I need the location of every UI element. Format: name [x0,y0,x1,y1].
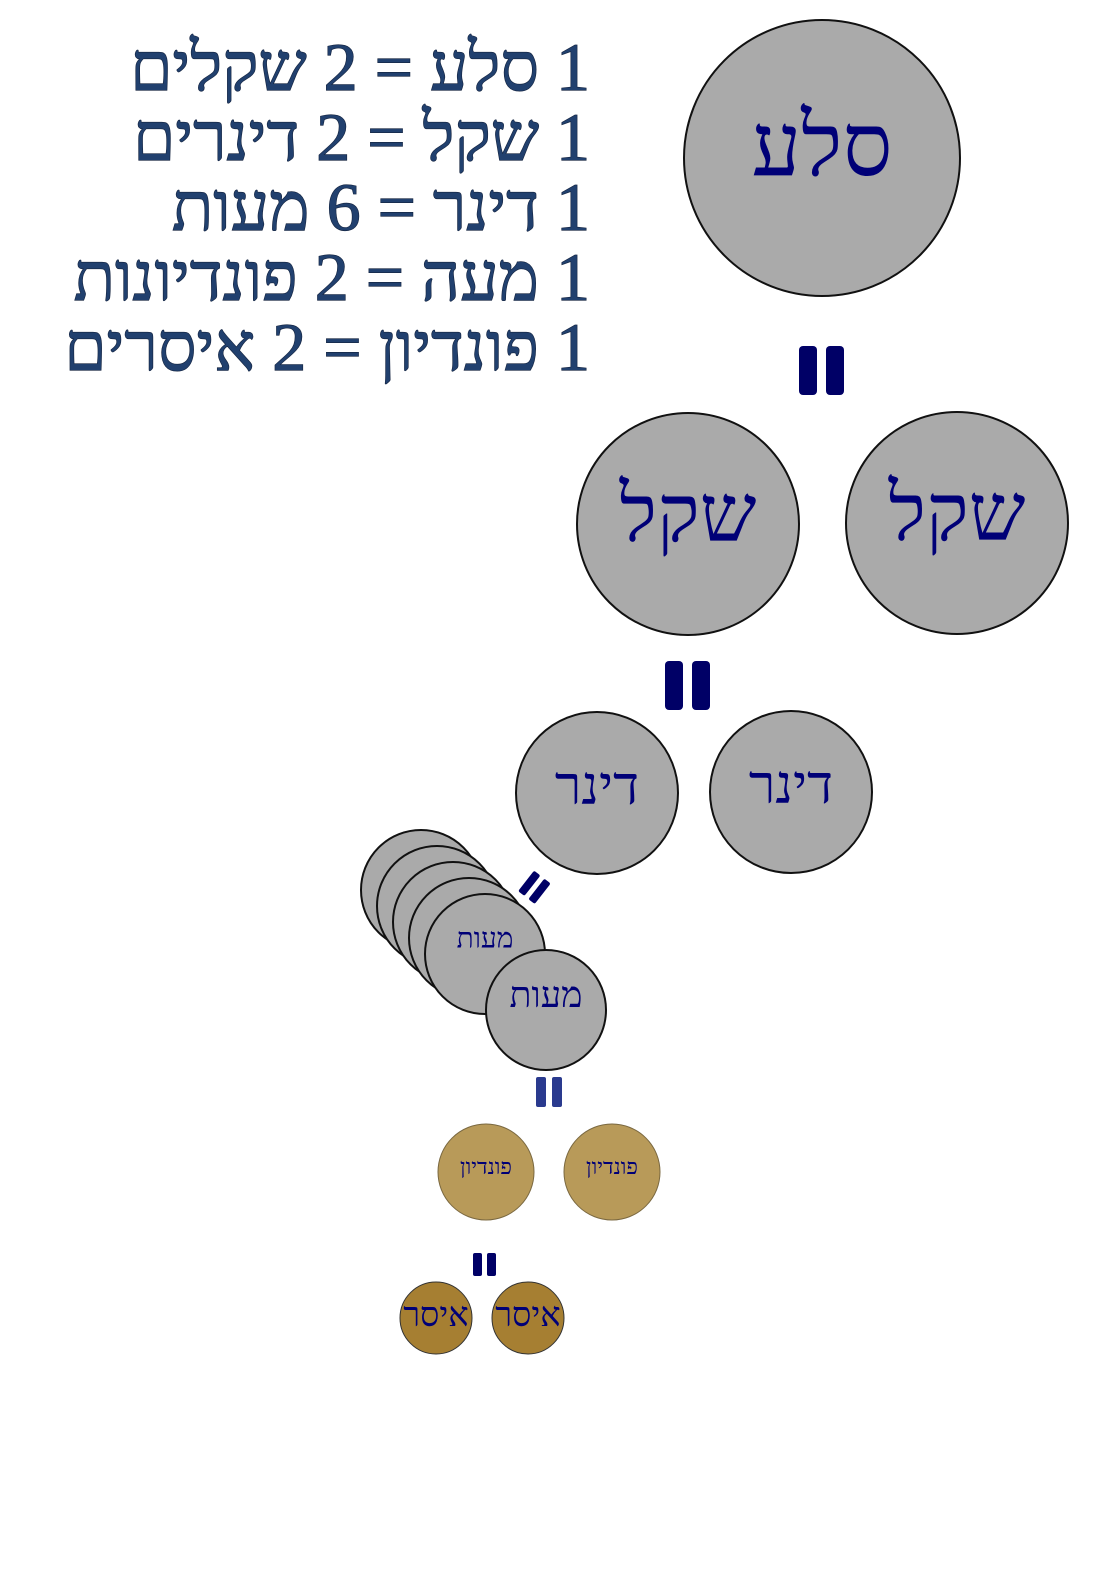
dinar-coin: דינר [709,710,873,874]
issar-coin: איסר [491,1281,565,1355]
equivalence-line: 1 פונדיון = 2 איסרים [64,309,590,385]
maah-coin-label: מעות [457,922,514,955]
equals-sign [799,346,844,395]
sela-coin-label: סלע [751,93,892,196]
equivalence-line: 1 מעה = 2 פונדיונות [74,239,590,315]
maah-coin-stack: מעות מעות [360,829,607,1071]
shekel-coin-label: שקל [619,467,757,560]
issar-coin: איסר [399,1281,473,1355]
maah-coin-label: מעות [510,975,583,1016]
equivalence-list: 1 סלע = 2 שקלים 1 שקל = 2 דינרים 1 דינר … [64,28,591,385]
shekel-coin: שקל [576,412,800,636]
dinar-coin-label: דינר [749,753,833,816]
maah-coin: מעות [485,949,607,1071]
pundion-coin: פונדיון [563,1123,661,1221]
equivalence-line: 1 שקל = 2 דינרים [133,99,590,175]
equals-sign [518,871,550,904]
issar-coin-label: איסר [495,1295,560,1335]
pundion-coin: פונדיון [437,1123,535,1221]
dinar-coin-label: דינר [555,754,639,817]
issar-coin-label: איסר [403,1295,468,1335]
equivalence-line: 1 דינר = 6 מעות [172,169,590,245]
pundion-coin-label: פונדיון [586,1155,638,1180]
pundion-coin-label: פונדיון [460,1155,512,1180]
equals-sign [665,661,710,710]
sela-coin: סלע [683,19,961,297]
dinar-coin: דינר [515,711,679,875]
shekel-coin-label: שקל [888,466,1026,559]
equals-sign [473,1253,496,1276]
equals-sign [536,1077,562,1107]
equivalence-line: 1 סלע = 2 שקלים [130,29,590,105]
shekel-coin: שקל [845,411,1069,635]
